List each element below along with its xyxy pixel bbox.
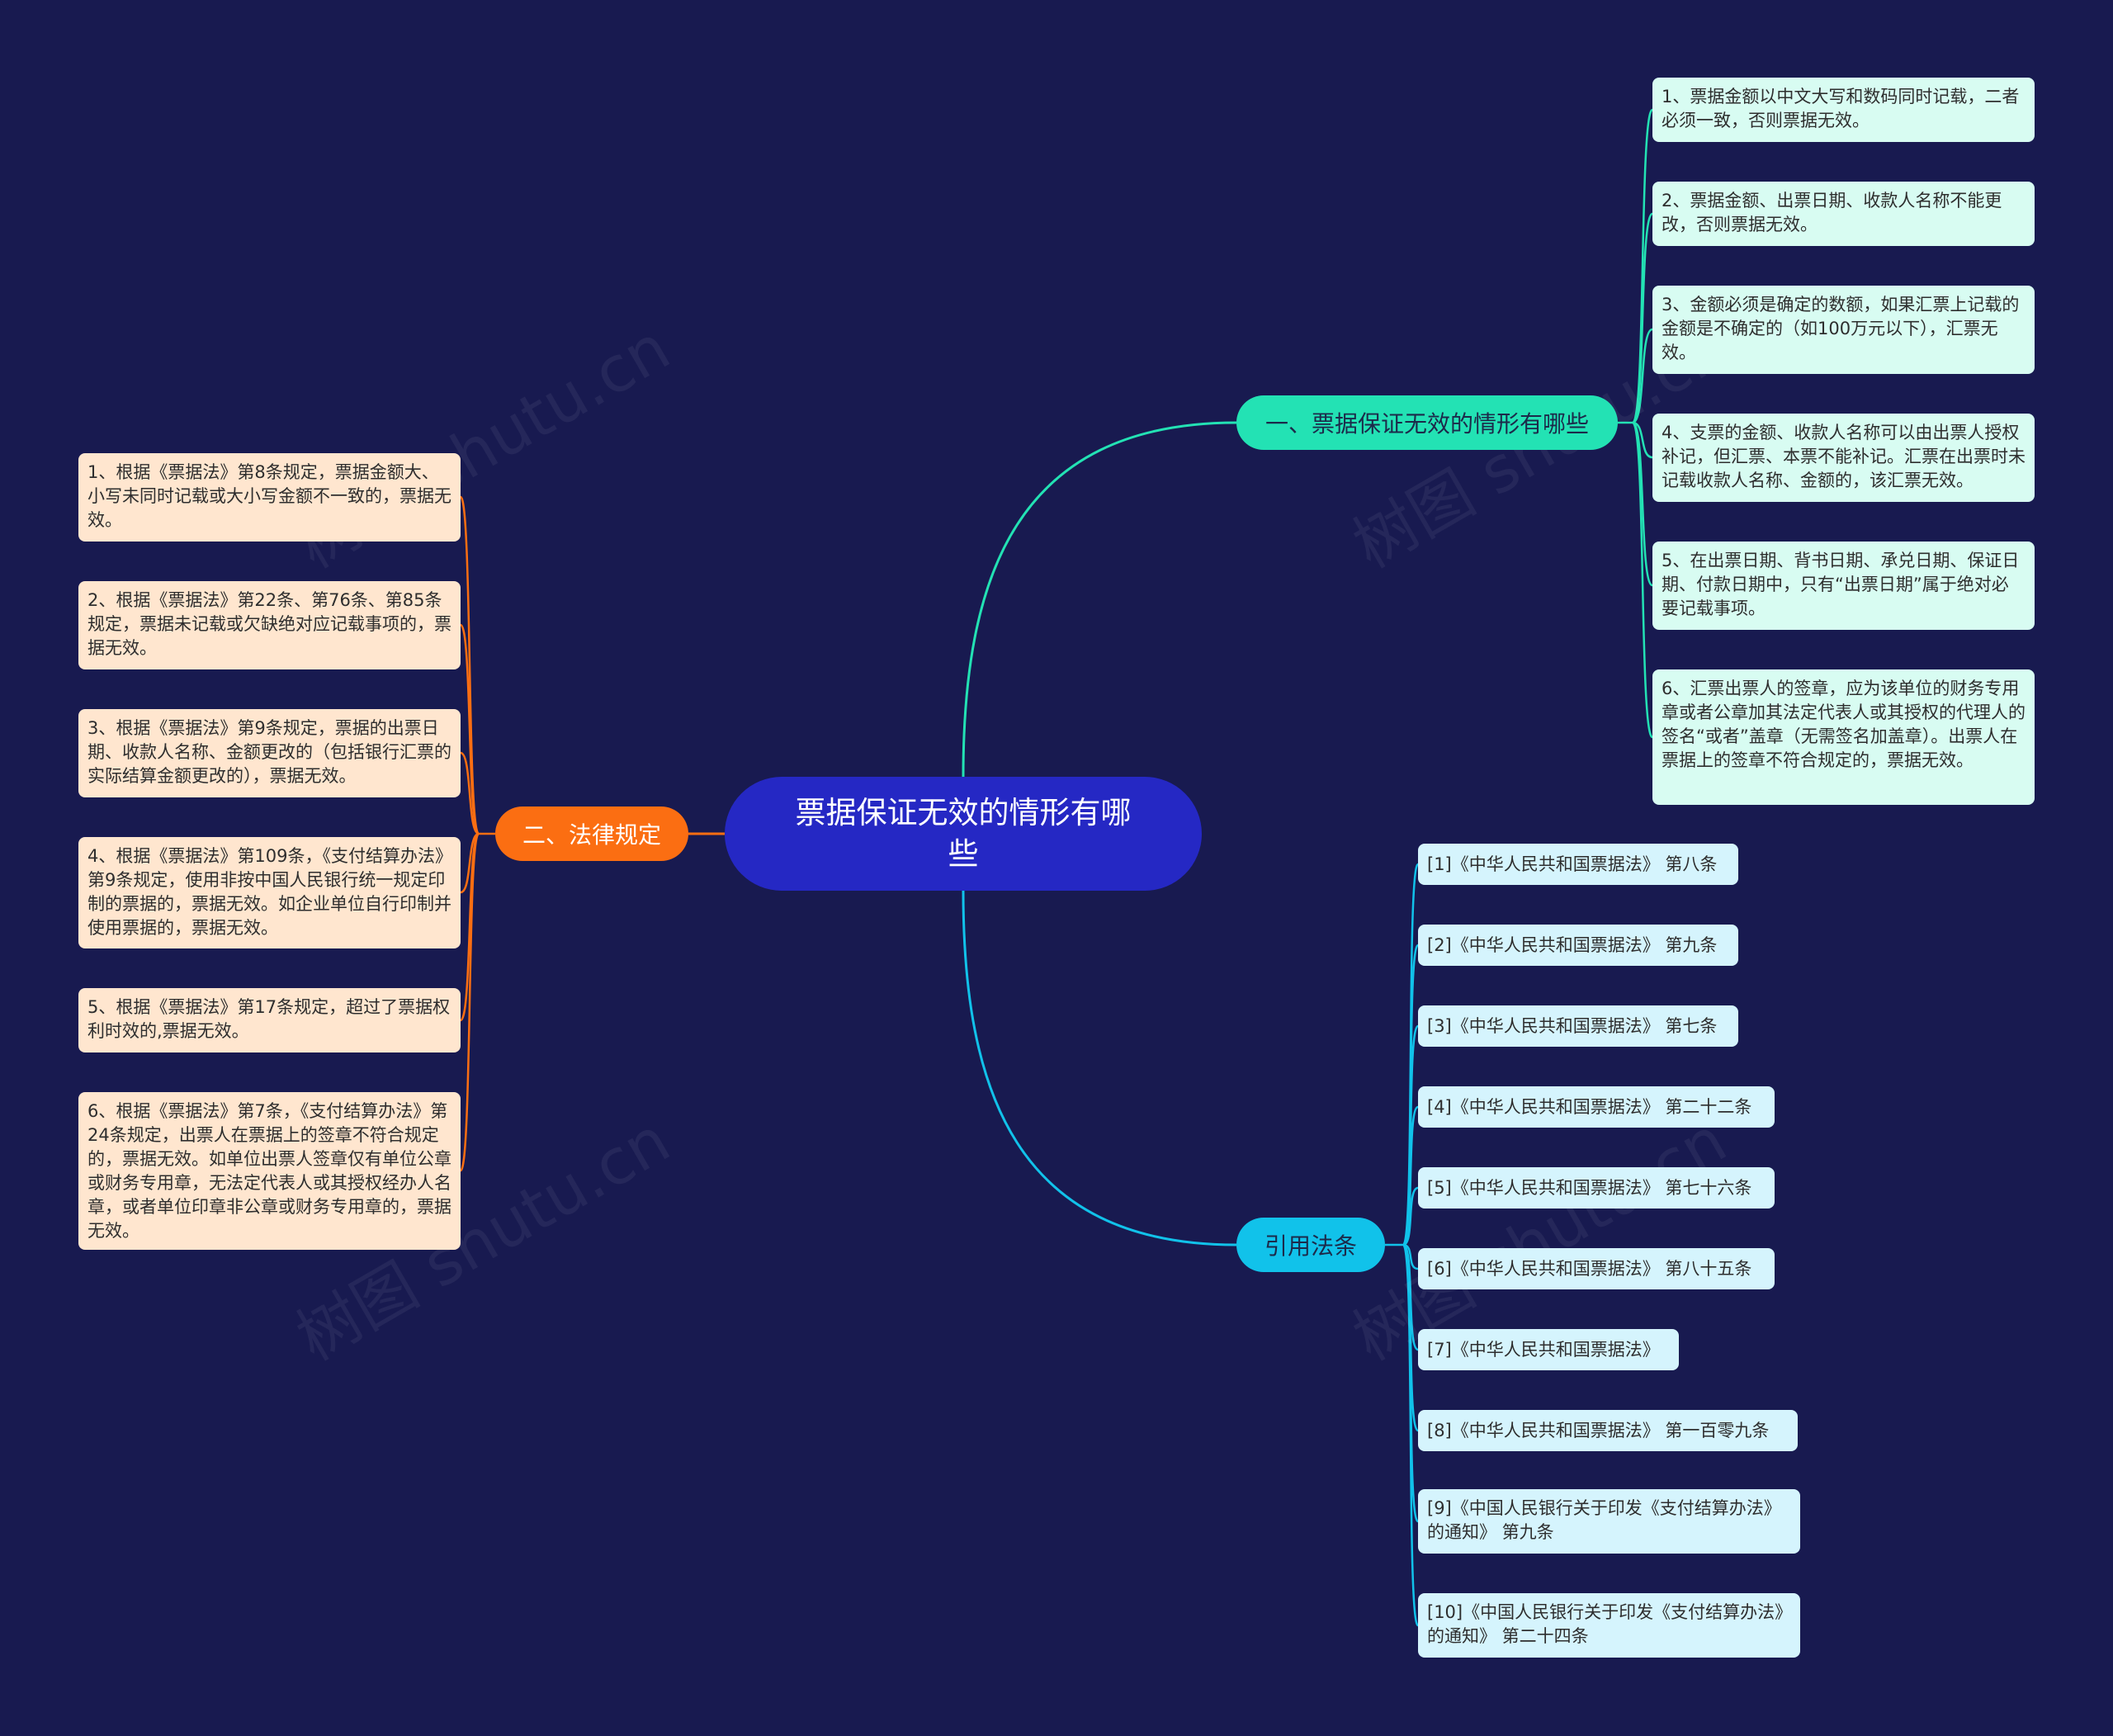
connector-line [460,751,480,835]
connector-line [1631,421,1654,587]
connector-line [962,421,1237,778]
branch-label: 引用法条 [1264,1232,1357,1260]
branch-legal-provisions[interactable]: 二、法律规定 [495,807,688,861]
cited-article-item[interactable]: [6]《中华人民共和国票据法》 第八十五条 [1418,1248,1775,1289]
invalid-case-item[interactable]: 2、票据金额、出票日期、收款人名称不能更改，否则票据无效。 [1652,182,2035,246]
cited-article-item[interactable]: [3]《中华人民共和国票据法》 第七条 [1418,1005,1738,1047]
connector-line [962,890,1237,1246]
connector-line [1631,212,1654,424]
cited-article-item[interactable]: [10]《中国人民银行关于印发《支付结算办法》的通知》 第二十四条 [1418,1593,1800,1658]
invalid-case-item[interactable]: 5、在出票日期、背书日期、承兑日期、保证日期、付款日期中，只有“出票日期”属于绝… [1652,542,2035,630]
branch-label: 一、票据保证无效的情形有哪些 [1264,410,1589,438]
cited-article-item[interactable]: [1]《中华人民共和国票据法》 第八条 [1418,844,1738,885]
root-topic-label: 票据保证无效的情形有哪些 [795,795,1132,872]
connector-line [459,623,480,835]
branch-label: 二、法律规定 [522,821,661,849]
legal-provision-item[interactable]: 5、根据《票据法》第17条规定，超过了票据权利时效的,票据无效。 [78,988,461,1052]
invalid-case-item[interactable]: 3、金额必须是确定的数额，如果汇票上记载的金额是不确定的（如100万元以下），汇… [1652,286,2035,374]
connector-line [460,832,480,894]
legal-provision-item[interactable]: 3、根据《票据法》第9条规定，票据的出票日期、收款人名称、金额更改的（包括银行汇… [78,709,461,797]
cited-article-item[interactable]: [2]《中华人民共和国票据法》 第九条 [1418,925,1738,966]
legal-provision-item[interactable]: 4、根据《票据法》第109条，《支付结算办法》第9条规定，使用非按中国人民银行统… [78,837,461,948]
branch-invalid-cases[interactable]: 一、票据保证无效的情形有哪些 [1236,395,1618,450]
connector-line [459,832,480,1172]
branch-cited-articles[interactable]: 引用法条 [1236,1218,1385,1272]
cited-article-item[interactable]: [4]《中华人民共和国票据法》 第二十二条 [1418,1086,1775,1128]
legal-provision-item[interactable]: 1、根据《票据法》第8条规定，票据金额大、小写未同时记载或大小写金额不一致的，票… [78,453,461,542]
cited-article-item[interactable]: [9]《中国人民银行关于印发《支付结算办法》的通知》 第九条 [1418,1489,1800,1554]
connector-line [1402,1186,1419,1246]
connector-line [1402,1105,1420,1246]
legal-provision-item[interactable]: 6、根据《票据法》第7条，《支付结算办法》第24条规定，出票人在票据上的签章不符… [78,1092,461,1250]
cited-article-item[interactable]: [5]《中华人民共和国票据法》 第七十六条 [1418,1167,1775,1209]
connector-line [1632,328,1653,424]
root-topic[interactable]: 票据保证无效的情形有哪些 [725,777,1202,891]
invalid-case-item[interactable]: 6、汇票出票人的签章，应为该单位的财务专用章或者公章加其法定代表人或其授权的代理… [1652,669,2035,805]
legal-provision-item[interactable]: 2、根据《票据法》第22条、第76条、第85条规定，票据未记载或欠缺绝对应记载事… [78,581,461,669]
invalid-case-item[interactable]: 1、票据金额以中文大写和数码同时记载，二者必须一致，否则票据无效。 [1652,78,2035,142]
cited-article-item[interactable]: [7]《中华人民共和国票据法》 [1418,1329,1679,1370]
connector-line [1631,421,1654,739]
cited-article-item[interactable]: [8]《中华人民共和国票据法》 第一百零九条 [1418,1410,1798,1451]
invalid-case-item[interactable]: 4、支票的金额、收款人名称可以由出票人授权补记，但汇票、本票不能补记。汇票在出票… [1652,414,2035,502]
connector-line [1632,421,1653,459]
connector-line [1402,1243,1420,1627]
